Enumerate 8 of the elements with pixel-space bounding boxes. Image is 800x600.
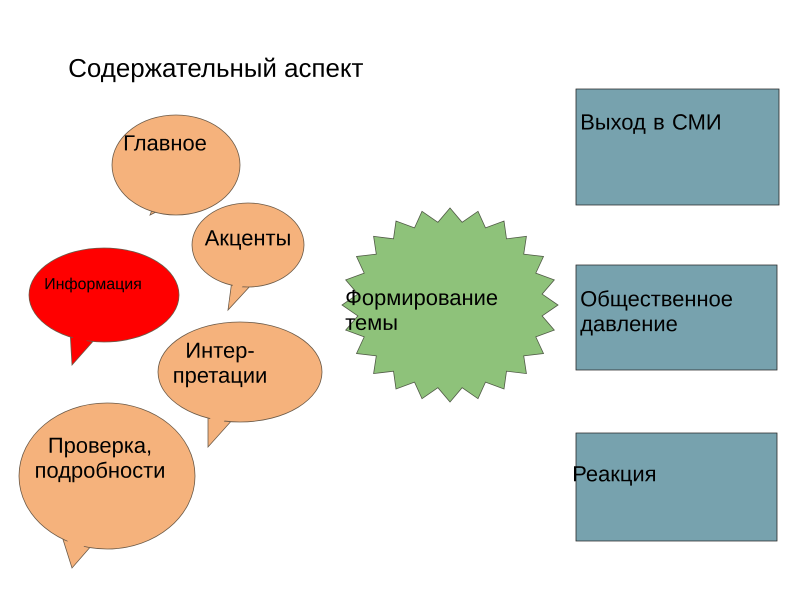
speech-bubble: Акценты [192,202,304,312]
speech-bubble: Интер- претации [158,322,322,448]
text-box: Выход в СМИ [576,88,780,206]
speech-bubble: Информация [28,248,180,366]
speech-bubble: Проверка, подробности [18,402,196,569]
title: Содержательный аспект [70,58,363,82]
speech-bubble: Главное [112,114,240,216]
text-box: Общественное давление [576,264,778,370]
